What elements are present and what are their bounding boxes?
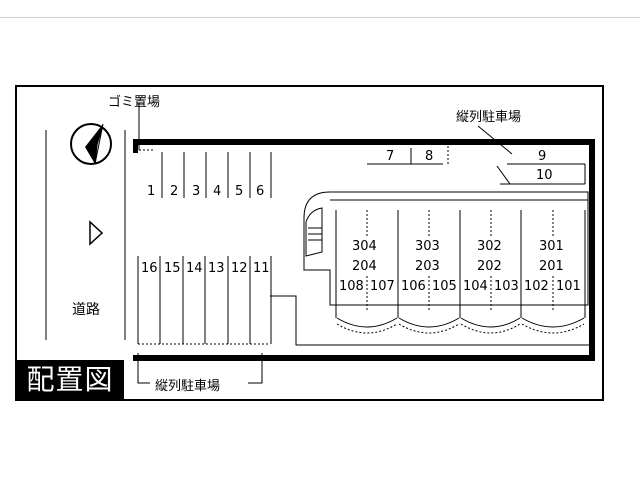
- direction-triangle-icon: [89, 220, 104, 246]
- unit-107: 107: [370, 279, 395, 294]
- unit-302: 302: [477, 239, 502, 254]
- unit-204: 204: [352, 259, 377, 274]
- unit-subdividers: [366, 210, 554, 310]
- right-stalls: [477, 125, 586, 185]
- balcony-scallops: [336, 317, 585, 334]
- tandem-parking-label-top: 縦列駐車場: [456, 110, 521, 125]
- parking-space-12: 12: [231, 261, 248, 276]
- outer-frame: [15, 85, 604, 401]
- stair-outline: [305, 207, 323, 257]
- garbage-area-label: ゴミ置場: [108, 94, 160, 110]
- parking-space-10: 10: [536, 168, 553, 183]
- parking-space-4: 4: [213, 184, 221, 199]
- tandem-bracket-right: [248, 353, 263, 384]
- parking-space-11: 11: [253, 261, 270, 276]
- title-box: [16, 360, 124, 400]
- road-label: 道路: [72, 302, 100, 318]
- top-stall-dividers: [161, 152, 272, 198]
- unit-103: 103: [494, 279, 519, 294]
- unit-203: 203: [415, 259, 440, 274]
- site-boundary-bottom: [133, 355, 595, 361]
- unit-106: 106: [401, 279, 426, 294]
- tandem-bracket-left: [137, 353, 150, 384]
- unit-108: 108: [339, 279, 364, 294]
- parking-space-5: 5: [235, 184, 243, 199]
- parking-space-7: 7: [386, 149, 394, 164]
- parking-space-6: 6: [256, 184, 264, 199]
- parking-space-9: 9: [538, 149, 546, 164]
- site-boundary-right: [589, 139, 595, 361]
- parking-space-2: 2: [170, 184, 178, 199]
- tandem-parking-label-bottom: 縦列駐車場: [155, 379, 220, 394]
- parking-space-13: 13: [208, 261, 225, 276]
- site-boundary-top: [133, 139, 595, 145]
- unit-105: 105: [432, 279, 457, 294]
- unit-104: 104: [463, 279, 488, 294]
- unit-101: 101: [556, 279, 581, 294]
- layout-title: 配置図: [26, 363, 114, 396]
- parking-space-16: 16: [141, 261, 158, 276]
- top-rule: [0, 17, 640, 18]
- parking-space-15: 15: [164, 261, 181, 276]
- compass-icon: [70, 123, 112, 165]
- unit-202: 202: [477, 259, 502, 274]
- mid-stalls: [367, 146, 449, 165]
- parking-space-8: 8: [425, 149, 433, 164]
- unit-303: 303: [415, 239, 440, 254]
- parking-space-14: 14: [186, 261, 203, 276]
- building-outline: [303, 191, 589, 306]
- unit-102: 102: [524, 279, 549, 294]
- unit-201: 201: [539, 259, 564, 274]
- parking-space-3: 3: [192, 184, 200, 199]
- unit-301: 301: [539, 239, 564, 254]
- parking-space-1: 1: [147, 184, 155, 199]
- site-boundary-corner: [133, 139, 138, 153]
- boundary-step: [270, 295, 590, 346]
- stair-steps: [308, 227, 322, 241]
- unit-dividers: [335, 210, 586, 318]
- unit-304: 304: [352, 239, 377, 254]
- bottom-stall-dividers: [137, 256, 272, 345]
